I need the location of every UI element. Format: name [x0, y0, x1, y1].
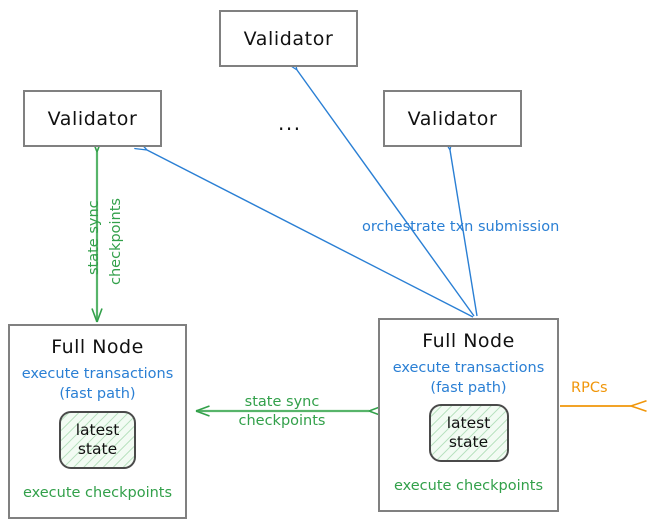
edge-label-fullnode-sync-line1: state sync: [244, 394, 320, 410]
full-node-left-green-label: execute checkpoints: [22, 485, 173, 502]
validators-ellipsis: ...: [278, 111, 302, 135]
full-node-right-blue-line1: execute transactions: [392, 360, 545, 376]
edge-label-validator-sync-line1: state sync: [86, 200, 102, 275]
full-node-right-box[interactable]: Full Node execute transactions (fast pat…: [378, 318, 559, 512]
full-node-right-blue-line2: (fast path): [430, 379, 507, 396]
edge-label-fullnode-sync: state sync checkpoints: [227, 393, 337, 431]
validator-left-box[interactable]: Validator: [23, 90, 162, 147]
latest-state-left-line2: state: [77, 440, 118, 459]
full-node-left-blue-line1: execute transactions: [21, 366, 174, 382]
full-node-right-blue-text: execute transactions (fast path): [393, 359, 545, 398]
full-node-left-blue-line2: (fast path): [59, 385, 136, 402]
validator-left-label: Validator: [47, 107, 138, 130]
latest-state-right-line2: state: [448, 433, 489, 452]
edge-label-orchestrate: orchestrate txn submission: [362, 219, 560, 235]
edge-fullnode-to-validator-left: [147, 150, 474, 318]
validator-right-label: Validator: [407, 107, 498, 130]
full-node-right-title: Full Node: [422, 330, 515, 352]
validator-right-box[interactable]: Validator: [383, 90, 522, 147]
edge-label-rpcs: RPCs: [571, 380, 608, 396]
edge-label-validator-sync-line2: checkpoints: [108, 198, 124, 285]
edge-label-fullnode-sync-line2: checkpoints: [238, 412, 326, 429]
edge-fullnode-to-validator-top: [297, 70, 475, 317]
validator-top-box[interactable]: Validator: [219, 10, 358, 67]
edge-fullnode-to-validator-right: [450, 150, 478, 317]
latest-state-right-line1: latest: [446, 413, 491, 432]
full-node-left-box[interactable]: Full Node execute transactions (fast pat…: [8, 324, 187, 519]
full-node-left-title: Full Node: [51, 336, 144, 358]
validator-top-label: Validator: [243, 27, 334, 50]
latest-state-box-left[interactable]: latest state: [59, 411, 136, 470]
full-node-left-blue-text: execute transactions (fast path): [22, 365, 174, 404]
full-node-right-green-label: execute checkpoints: [393, 478, 544, 495]
latest-state-box-right[interactable]: latest state: [428, 404, 509, 463]
latest-state-left-line1: latest: [75, 420, 120, 439]
